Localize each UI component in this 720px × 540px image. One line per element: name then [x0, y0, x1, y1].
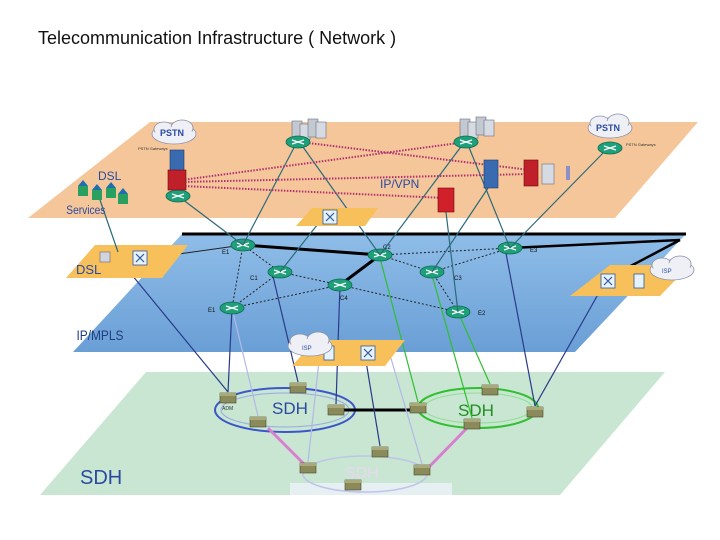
router-c4	[327, 278, 353, 292]
dsl-services-label-top: DSL	[98, 169, 122, 183]
router-top-left	[285, 135, 311, 149]
sdh-layer-label: SDH	[80, 467, 122, 489]
label-c4: C4	[340, 296, 348, 302]
dsl-access-label: DSL	[76, 262, 101, 277]
pstn-label-left: PSTN	[160, 128, 184, 138]
building-left	[167, 149, 187, 191]
server-cluster-right	[459, 116, 495, 139]
pstn-gateway-label-right: PSTN Gateways	[626, 142, 656, 147]
isp-cloud-middle	[287, 331, 333, 357]
adm-node-5	[409, 402, 427, 414]
adm-label: ADM	[222, 406, 233, 412]
adm-node-10	[371, 446, 389, 458]
adm-node-8	[526, 406, 544, 418]
services-layer-plane	[28, 122, 698, 218]
mpls-layer-label: IP/MPLS	[77, 327, 124, 343]
sdh-vertical-link-right	[426, 423, 472, 470]
services-label: Services	[66, 204, 105, 217]
ipvpn-label: IP/VPN	[380, 177, 419, 191]
isp-server-icon-right	[633, 273, 645, 289]
adm-node-2	[289, 382, 307, 394]
adm-node-3	[249, 416, 267, 428]
dsl-switch-icon	[132, 250, 148, 266]
sdh-ring-right-label: SDH	[458, 401, 494, 420]
isp-switch-icon-right	[600, 273, 616, 289]
adm-node-6	[481, 384, 499, 396]
label-c3: C3	[454, 276, 462, 282]
sdh-faded-label: SDH	[345, 465, 379, 482]
router-pstn-right	[597, 141, 623, 155]
isp-switch-icon-middle	[360, 345, 376, 361]
label-e2: E2	[478, 311, 486, 317]
adm-node-1	[219, 392, 237, 404]
router-top-right	[453, 135, 479, 149]
dsl-houses	[78, 180, 128, 204]
mpls-layer-plane	[73, 234, 686, 352]
drop-lines	[117, 247, 606, 465]
adm-node-4	[327, 404, 345, 416]
adm-node-9	[299, 462, 317, 474]
label-e1-bottom: E1	[208, 308, 216, 314]
router-e1-bottom	[219, 301, 245, 315]
adm-node-7	[463, 418, 481, 430]
page-title: Telecommunication Infrastructure ( Netwo…	[38, 28, 397, 48]
firewall-center	[437, 187, 455, 213]
building-right	[483, 159, 570, 189]
dsl-modem-icon	[99, 251, 111, 263]
sdh-vertical-link-left	[266, 426, 310, 470]
router-pstn-gateway	[165, 189, 191, 203]
adm-node-11	[413, 464, 431, 476]
pstn-label-right: PSTN	[596, 123, 620, 133]
isp-cloud-right	[649, 255, 695, 281]
label-e3: E3	[530, 248, 538, 254]
dsl-access-panel	[66, 245, 188, 278]
label-c1: C1	[250, 276, 258, 282]
top-access-switch-icon	[322, 209, 338, 225]
adm-node-12	[344, 479, 362, 491]
sdh-layer-plane	[40, 372, 665, 495]
isp-label-middle: ISP	[302, 346, 312, 352]
label-e1-top: E1	[222, 250, 230, 256]
sdh-ring-left-label: SDH	[272, 399, 308, 418]
isp-label-right: ISP	[662, 269, 672, 275]
pstn-gateway-label-left: PSTN Gateways	[138, 146, 168, 151]
label-c2: C2	[383, 245, 391, 251]
